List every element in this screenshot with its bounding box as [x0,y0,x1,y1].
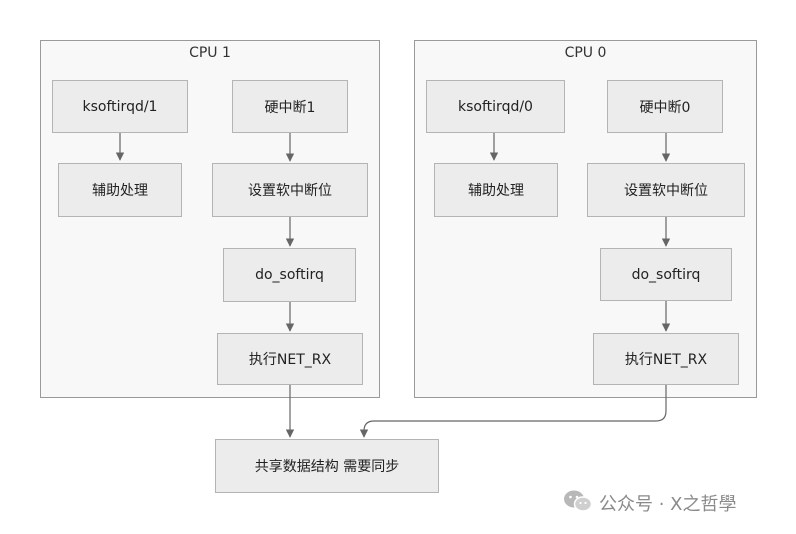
cpu0-aux-node: 辅助处理 [434,163,558,217]
cpu0-cluster-title: CPU 0 [564,45,607,61]
cpu0-do-softirq-node: do_softirq [600,248,732,301]
watermark: 公众号 · X之哲學 [563,489,737,517]
cpu1-cluster-title: CPU 1 [189,45,231,61]
cpu0-ksoftirqd-node: ksoftirqd/0 [426,80,565,133]
shared-data-node: 共享数据结构 需要同步 [215,439,439,493]
edge-cpu0-netrx-to-shared [359,385,667,438]
cpu1-do-softirq-node: do_softirq [223,248,356,302]
cpu0-set-softirq-node: 设置软中断位 [587,163,745,217]
cpu1-hardirq-node: 硬中断1 [232,80,348,133]
cpu1-set-softirq-node: 设置软中断位 [212,163,368,217]
cpu1-ksoftirqd-node: ksoftirqd/1 [52,80,188,133]
watermark-text: 公众号 · X之哲學 [599,494,737,515]
cpu0-hardirq-node: 硬中断0 [607,80,723,133]
cpu1-aux-node: 辅助处理 [58,163,182,217]
cpu1-net-rx-node: 执行NET_RX [217,333,363,385]
wechat-icon [563,489,593,517]
cpu0-net-rx-node: 执行NET_RX [593,333,739,385]
